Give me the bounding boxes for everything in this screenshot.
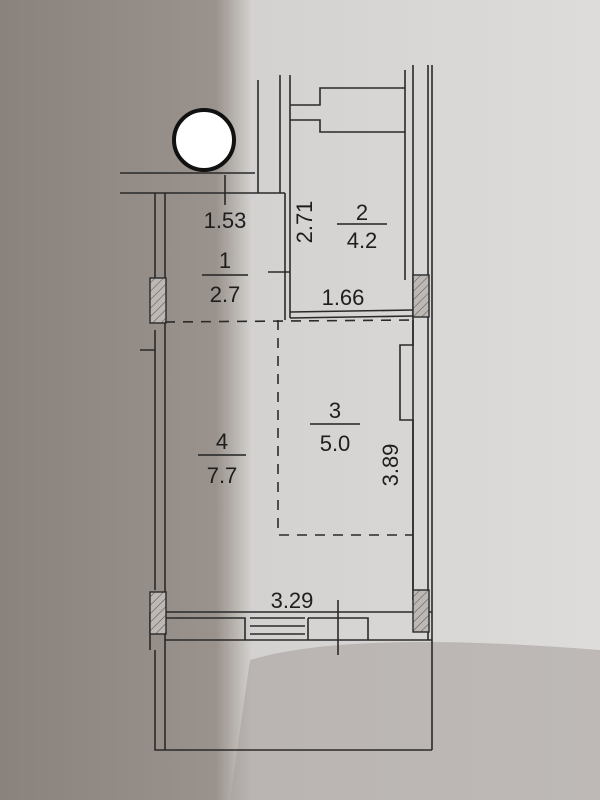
dimension-3-29: 3.29 (271, 588, 314, 613)
room-2: 2 4.2 (337, 200, 387, 253)
dimension-2-71: 2.71 (292, 201, 317, 244)
room-3-area: 5.0 (320, 431, 351, 456)
room-3-number: 3 (329, 398, 341, 423)
room-2-area: 4.2 (347, 228, 378, 253)
dimension-1-53: 1.53 (204, 208, 247, 233)
room-1-number: 1 (219, 248, 231, 273)
dimension-1-66: 1.66 (322, 285, 365, 310)
marker-circle (172, 108, 236, 172)
shadow (230, 642, 600, 800)
room-3: 3 5.0 (310, 398, 360, 456)
room-1: 1 2.7 (202, 248, 248, 307)
room-4-number: 4 (216, 429, 228, 454)
dimension-3-89: 3.89 (378, 444, 403, 487)
room-4-area: 7.7 (207, 463, 238, 488)
room-4: 4 7.7 (198, 429, 246, 488)
room-2-number: 2 (356, 200, 368, 225)
room-1-area: 2.7 (210, 282, 241, 307)
walls (120, 65, 433, 751)
